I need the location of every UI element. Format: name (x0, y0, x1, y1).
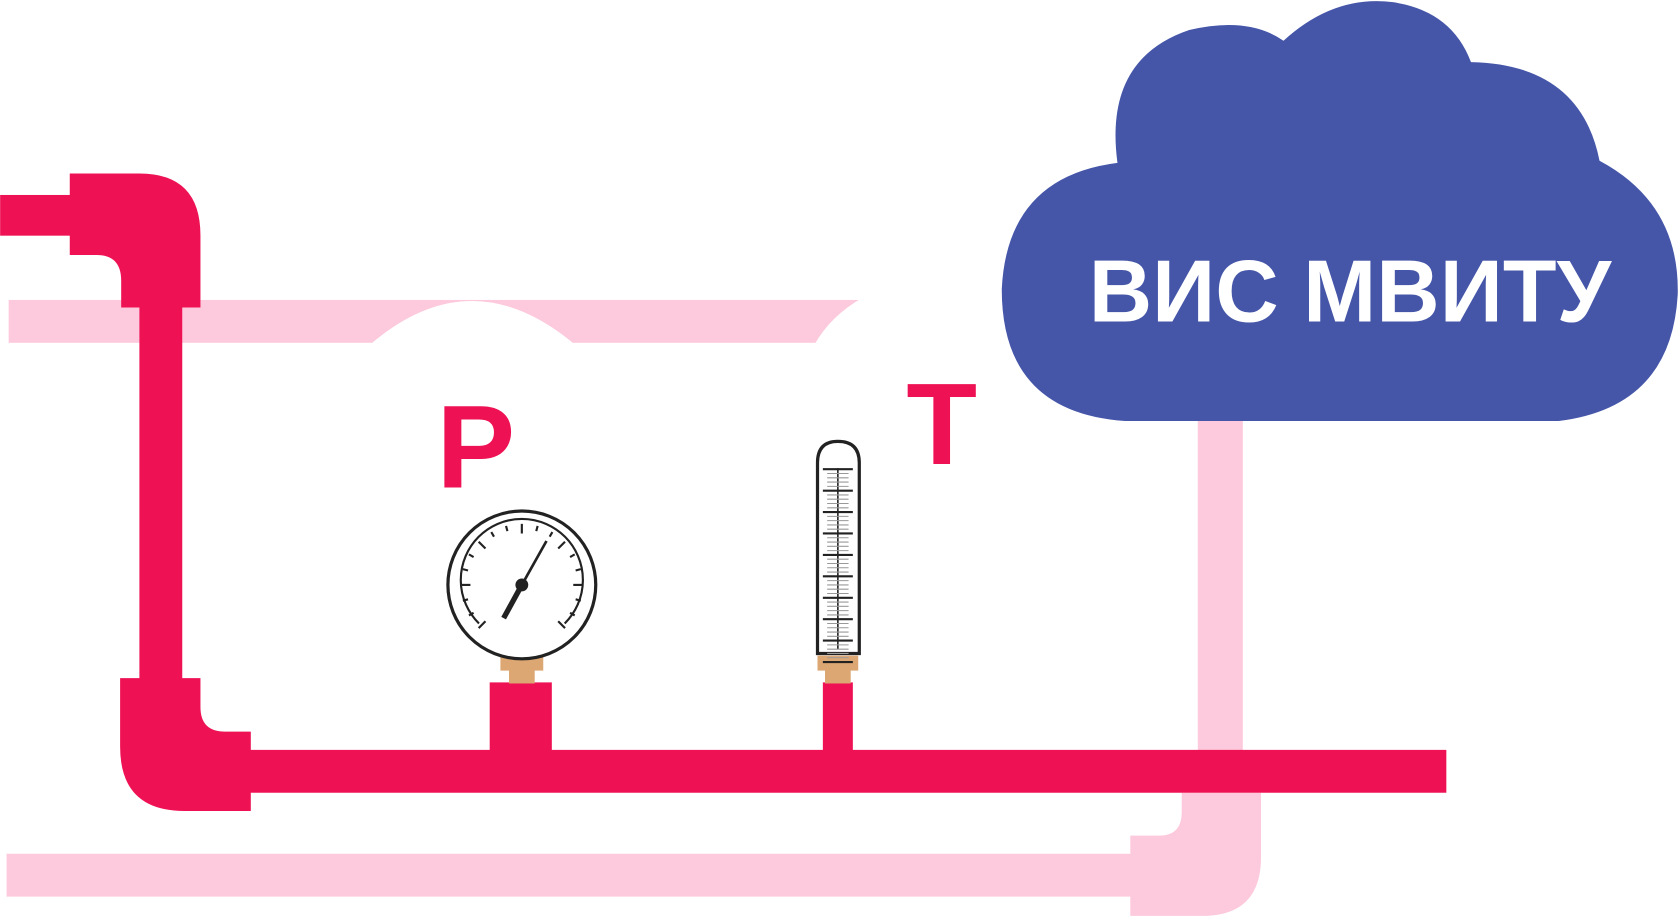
pipe-gap (369, 301, 576, 345)
return-pipe-bottom-elbow (6, 792, 1262, 916)
gauge-tick (557, 620, 566, 629)
thermometer-icon (815, 439, 861, 684)
pressure-label: P (436, 380, 515, 512)
gauge-tick (477, 620, 487, 629)
gauge-tick (462, 598, 469, 602)
gauge-tick (557, 540, 566, 550)
cloud-label: ВИС МВИТУ (1089, 241, 1613, 340)
gauge-tick (575, 598, 582, 602)
supply-bottom-elbow (120, 678, 251, 811)
gauge-tick (569, 611, 576, 617)
thermometer-tee (822, 682, 853, 753)
gauge-tick (575, 568, 582, 572)
gauge-tick (468, 611, 475, 617)
gauge-tick (548, 531, 554, 538)
gauge-tick (535, 525, 539, 532)
pipe-gap (814, 297, 863, 345)
gauge-tick (462, 568, 469, 572)
temperature-label: T (906, 359, 977, 489)
gauge-tee (489, 682, 552, 753)
supply-horizontal (248, 749, 1447, 793)
pressure-gauge-icon (446, 509, 598, 684)
supply-pipe (0, 173, 1447, 811)
gauge-tick (477, 540, 487, 550)
return-pipe-vertical (1197, 412, 1243, 756)
cloud: ВИС МВИТУ (1001, 1, 1678, 422)
gauge-tick (504, 525, 509, 532)
gauge-tick (490, 531, 495, 538)
supply-vertical (139, 305, 183, 681)
supply-inlet (0, 194, 76, 236)
gauge-tick (569, 553, 576, 558)
supply-top-elbow (69, 173, 201, 308)
gauge-tick (468, 553, 475, 558)
